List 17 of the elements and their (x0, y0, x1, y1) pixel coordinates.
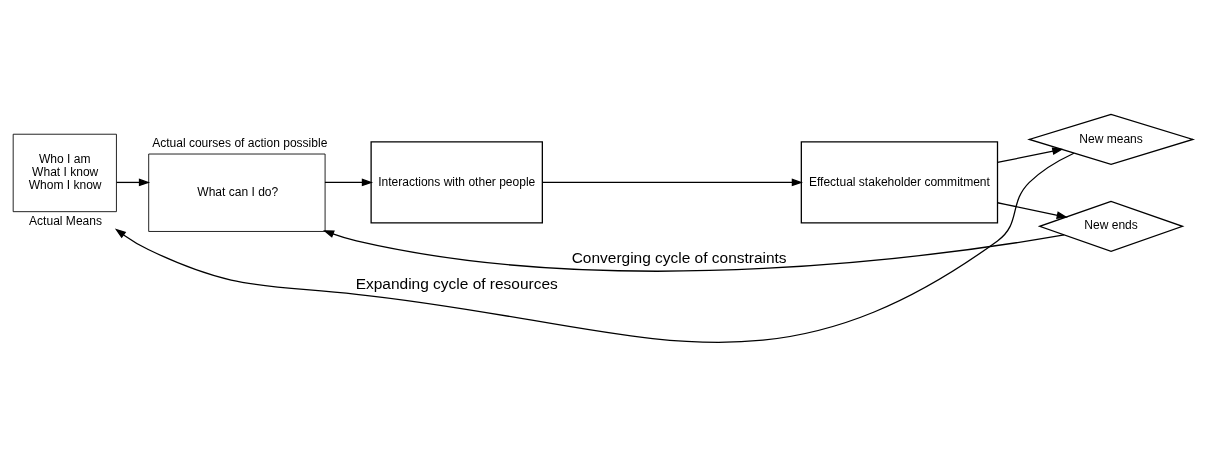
node-box: Who I am What I know Whom I know (12, 133, 117, 213)
arrow (996, 147, 1064, 164)
node-diamond: New means (1027, 113, 1196, 166)
arrow (324, 178, 373, 187)
arrow (116, 178, 151, 187)
node-label: Actual Means (29, 213, 102, 228)
node-box: Interactions with other people (370, 141, 543, 224)
node-diamond: New ends (1037, 200, 1185, 252)
arrow (114, 152, 1075, 343)
node-box: Effectual stakeholder commitment (800, 141, 999, 224)
arrow (541, 178, 803, 187)
edge-label: Expanding cycle of resources (355, 275, 558, 293)
arrow (323, 230, 1065, 272)
node-box: What can I do? (148, 153, 326, 232)
arrow (996, 202, 1068, 219)
edge-label: Converging cycle of constraints (571, 248, 787, 266)
node-label: Actual courses of action possible (152, 136, 328, 151)
